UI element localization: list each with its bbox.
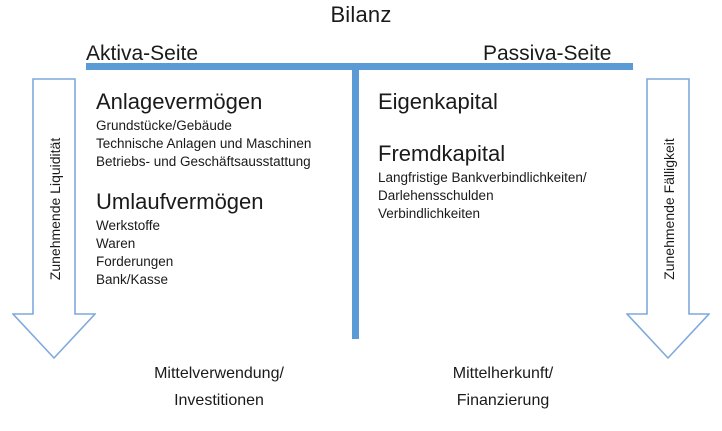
list-item: Bank/Kasse [96, 272, 169, 287]
liabilities-column: Eigenkapital Fremdkapital Langfristige B… [378, 88, 633, 223]
arrow-label-left: Zunehmende Liquidität [47, 137, 63, 281]
assets-caption: Mittelverwendung/ Investitionen [154, 365, 284, 409]
assets-block-current-items: Werkstoffe Waren Forderungen Bank/Kasse [96, 217, 346, 289]
list-item: Betriebs- und Geschäftsausstattung [96, 154, 311, 169]
down-arrow-right-icon [626, 78, 710, 360]
assets-block-current: Umlaufvermögen Werkstoffe Waren Forderun… [96, 188, 346, 289]
diagram-title: Bilanz [330, 2, 392, 27]
liabilities-caption: Mittelherkunft/ Finanzierung [452, 365, 554, 409]
assets-block-current-heading: Umlaufvermögen [96, 189, 264, 214]
list-item: Technische Anlagen und Maschinen [96, 136, 312, 151]
liabilities-block-equity: Eigenkapital [378, 88, 633, 115]
liabilities-block-equity-heading: Eigenkapital [378, 89, 498, 114]
liabilities-block-debt-heading: Fremdkapital [378, 141, 506, 166]
horizontal-divider-rule [86, 63, 633, 70]
assets-column: Anlagevermögen Grundstücke/Gebäude Techn… [96, 88, 346, 289]
liabilities-block-debt-items: Langfristige Bankverbindlichkeiten/ Darl… [378, 169, 633, 223]
liabilities-side-heading: Passiva-Seite [483, 42, 612, 65]
list-item: Werkstoffe [96, 218, 161, 233]
assets-block-fixed-items: Grundstücke/Gebäude Technische Anlagen u… [96, 117, 346, 171]
list-item: Verbindlichkeiten [378, 206, 481, 221]
assets-block-fixed-heading: Anlagevermögen [96, 89, 263, 114]
list-item: Darlehensschulden [378, 188, 494, 203]
assets-block-fixed: Anlagevermögen Grundstücke/Gebäude Techn… [96, 88, 346, 171]
liabilities-block-debt: Fremdkapital Langfristige Bankverbindlic… [378, 140, 633, 223]
list-item: Waren [96, 236, 136, 251]
list-item: Langfristige Bankverbindlichkeiten/ [378, 170, 587, 185]
list-item: Forderungen [96, 254, 174, 269]
vertical-divider-rule [352, 63, 359, 339]
list-item: Grundstücke/Gebäude [96, 118, 232, 133]
down-arrow-left-icon [12, 78, 96, 360]
assets-side-heading: Aktiva-Seite [86, 42, 199, 65]
arrow-label-right: Zunehmende Fälligkeit [661, 138, 677, 280]
